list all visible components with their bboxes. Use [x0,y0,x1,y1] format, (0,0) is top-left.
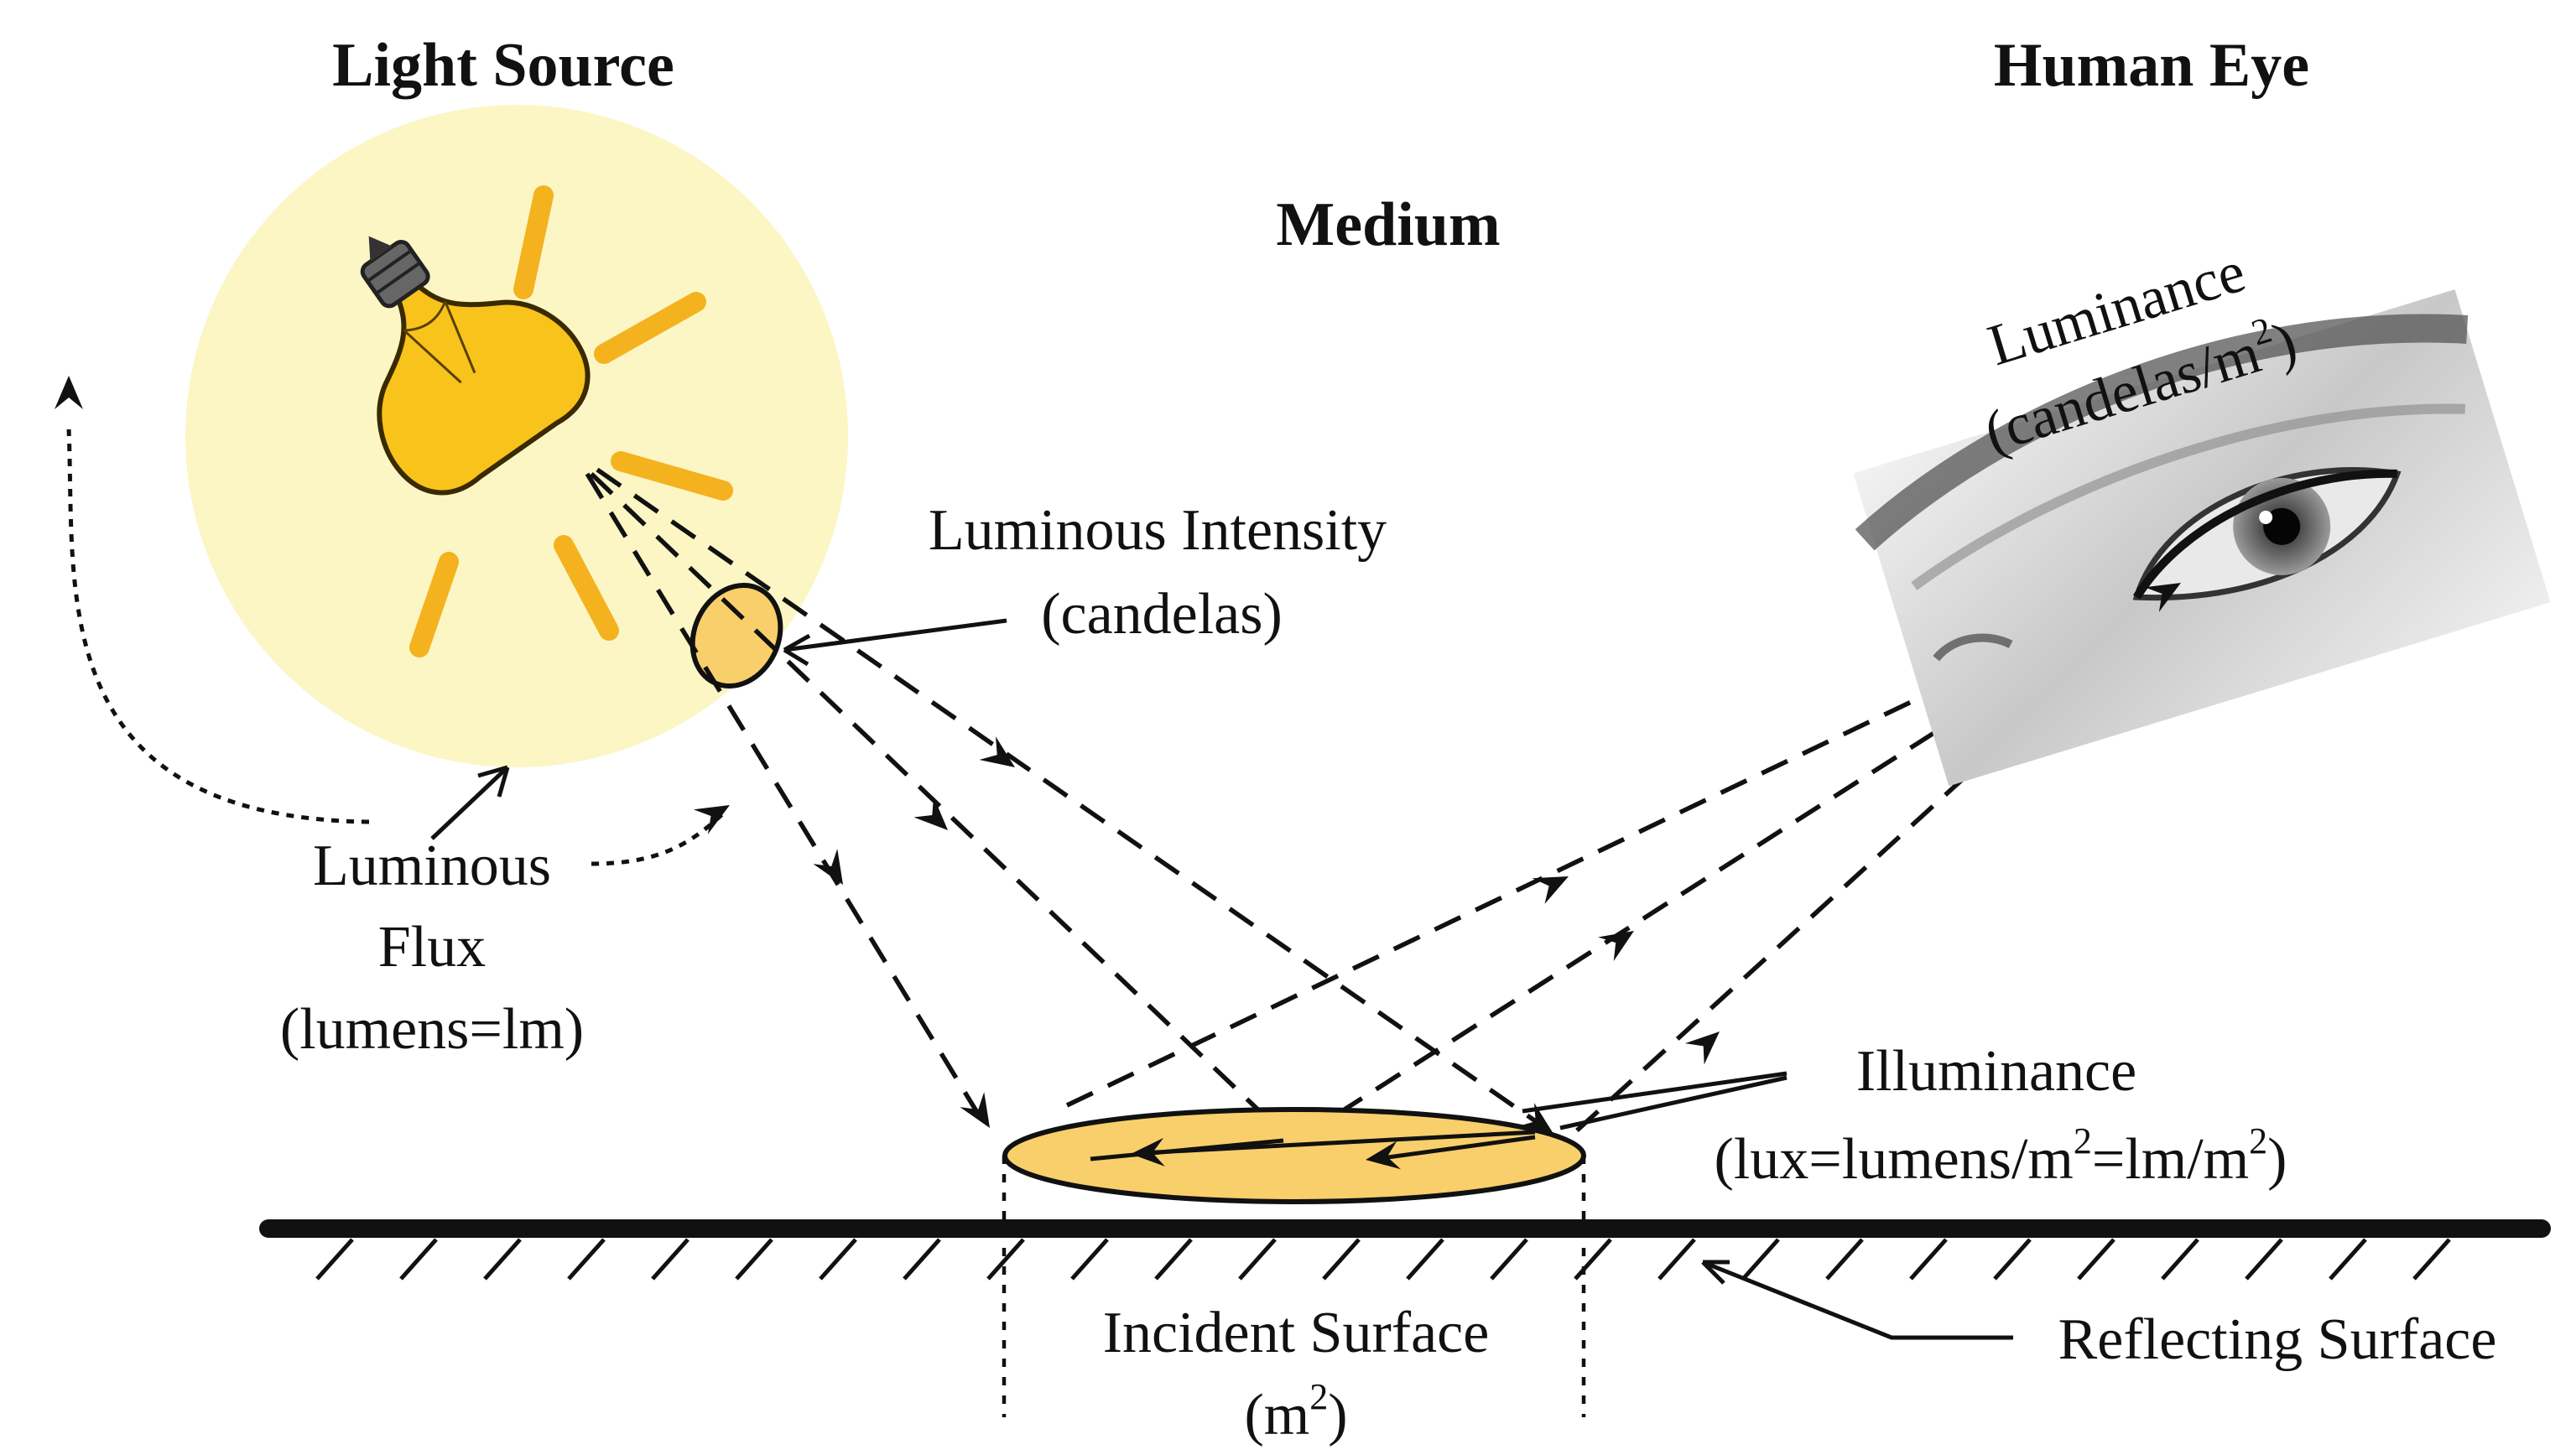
hatch-mark [1909,1238,1948,1281]
incident-surface-label: Incident Surface [1103,1301,1490,1365]
incident-surface-unit: (m2) [1244,1376,1347,1447]
luminous-flux-curve [66,429,370,824]
intensity-pointer [783,618,1007,652]
eye-arrowhead [2144,583,2181,612]
hatch-mark [1406,1238,1444,1281]
hatch-mark [1574,1238,1612,1281]
reflecting-surface-label: Reflecting Surface [2058,1307,2497,1372]
ray-arrowheads [813,736,1720,1141]
human-eye-image [1853,289,2551,787]
light-rays [409,185,733,657]
hatch-mark [1238,1238,1277,1281]
hatch-mark [903,1238,941,1281]
hatch-mark [1322,1238,1361,1281]
luminous-flux-curve-2 [591,812,725,866]
hatch-mark [986,1238,1025,1281]
hatch-mark [2412,1238,2451,1281]
hatch-mark [1993,1238,2032,1281]
hatch-mark [735,1238,773,1281]
illuminance-label: Illuminance [1856,1039,2136,1104]
light-bulb-icon [360,236,591,496]
ground-hatching [315,1238,2451,1281]
hatch-mark [819,1238,857,1281]
reflecting-pointer-head [1701,1260,1730,1285]
illuminance-unit: (lux=lumens/m2=lm/m2) [1715,1120,2287,1192]
luminous-flux-label-2: Flux [378,915,486,980]
hatch-mark [1070,1238,1109,1281]
illuminance-pointer-1 [1522,1071,1788,1114]
hatch-mark [1741,1238,1780,1281]
hatch-mark [315,1238,354,1281]
hatch-mark [399,1238,438,1281]
hatch-mark [1490,1238,1528,1281]
flux-pointer [430,766,509,840]
flux-arrow-right [693,805,730,834]
hatch-mark [1154,1238,1193,1281]
human-eye-title: Human Eye [1994,31,2309,100]
flux-pointer-head [477,765,510,798]
hatch-mark [651,1238,690,1281]
illuminance-pointer-2 [1559,1075,1788,1130]
incident-surface-ellipse [1002,1107,1586,1204]
flux-arrow-up [55,376,83,409]
hatch-mark [2161,1238,2199,1281]
hatch-mark [567,1238,606,1281]
surface-arrows [1090,1130,1536,1170]
hatch-mark [2245,1238,2283,1281]
incident-rays [585,467,1541,1135]
hatch-mark [2329,1238,2367,1281]
hatch-mark [483,1238,522,1281]
intensity-pointer-head [783,633,811,667]
hatch-mark [1657,1238,1696,1281]
reflecting-pointer [1702,1260,2013,1340]
luminous-flux-label-1: Luminous [313,834,551,898]
hatch-mark [2077,1238,2115,1281]
medium-title: Medium [1276,190,1500,259]
light-source-title: Light Source [332,31,674,100]
luminous-intensity-label: Luminous Intensity [929,498,1387,563]
hatch-mark [1825,1238,1864,1281]
luminous-intensity-unit: (candelas) [1041,582,1283,647]
luminous-flux-unit: (lumens=lm) [280,997,584,1062]
